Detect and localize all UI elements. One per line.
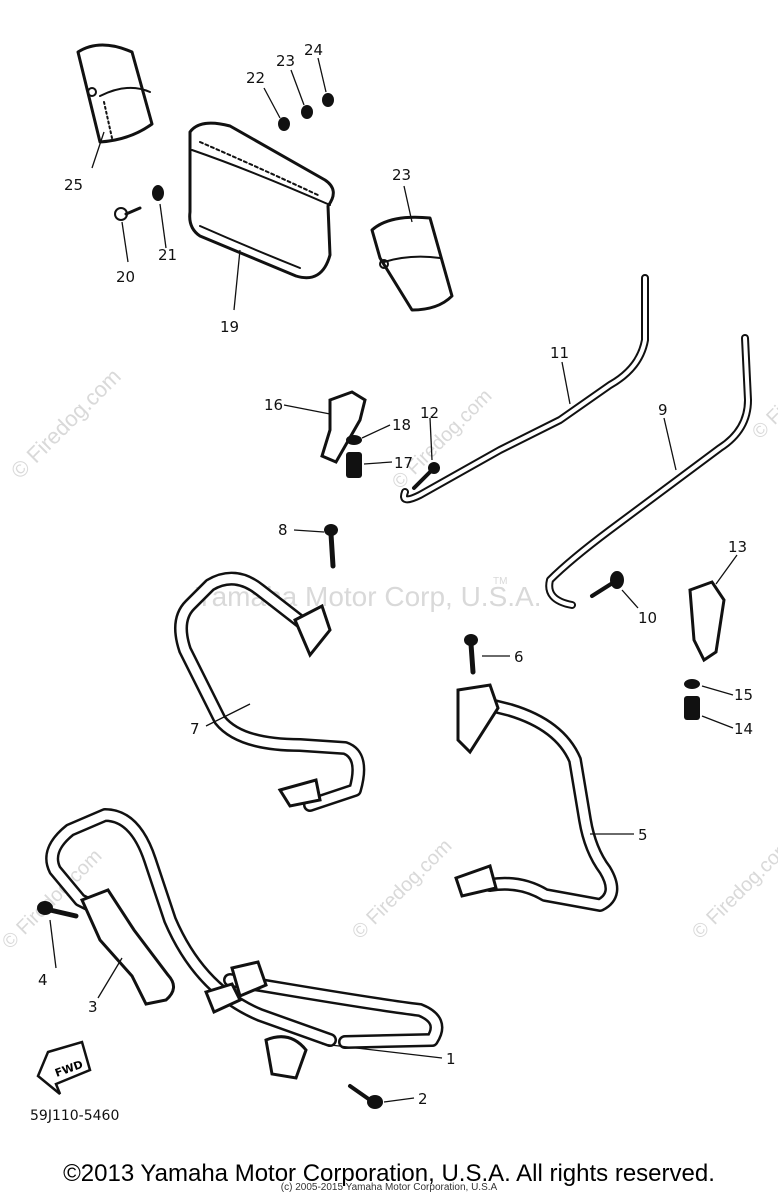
part-3-bracket	[79, 888, 175, 1006]
callout-23-top: 23	[276, 52, 295, 70]
leader-lines	[49, 57, 738, 1103]
part-18-washer	[346, 435, 362, 445]
part-24-nut	[322, 93, 334, 107]
part-20-bolt	[114, 206, 142, 221]
part-9-bar	[545, 334, 752, 609]
part-10-bolt	[590, 571, 624, 598]
part-15-washer	[684, 679, 700, 689]
fwd-arrow-icon: FWD	[36, 1040, 92, 1095]
callout-24: 24	[304, 41, 323, 59]
callout-7: 7	[190, 720, 200, 738]
callout-17: 17	[394, 454, 413, 472]
callout-labels: 1 2 3 4 5 6 7 8 9 10 11 12 13 14 15 16 1…	[38, 41, 753, 1108]
part-7-guard	[174, 571, 366, 812]
callout-20: 20	[116, 268, 135, 286]
callout-19: 19	[220, 318, 239, 336]
watermark-trademark: TM	[493, 576, 507, 587]
part-12-bolt	[412, 462, 440, 490]
callout-5: 5	[638, 826, 648, 844]
callout-10: 10	[638, 609, 657, 627]
callout-3: 3	[88, 998, 98, 1016]
callout-4: 4	[38, 971, 48, 989]
callout-13: 13	[728, 538, 747, 556]
part-6-bolt	[464, 634, 478, 675]
part-22-washer	[278, 117, 290, 131]
part-25-cover-left	[76, 43, 154, 144]
part-23-washer	[301, 105, 313, 119]
watermark-firedog-left: © Firedog.com	[6, 364, 126, 484]
copyright-notice: ©2013 Yamaha Motor Corporation, U.S.A. A…	[63, 1160, 715, 1187]
part-13-bracket	[688, 580, 726, 663]
callout-1: 1	[446, 1050, 456, 1068]
part-11-bar	[400, 274, 649, 504]
callout-18: 18	[392, 416, 411, 434]
watermark-firedog-right: © Firedog.com	[748, 335, 778, 444]
callout-21: 21	[158, 246, 177, 264]
callout-2: 2	[418, 1090, 428, 1108]
part-16-bracket	[320, 390, 367, 464]
callout-15: 15	[734, 686, 753, 704]
part-5-guard	[454, 683, 619, 912]
callout-23-right: 23	[392, 166, 411, 184]
callout-8: 8	[278, 521, 288, 539]
part-2-bolt	[348, 1084, 383, 1109]
watermark-firedog-bottom-right: © Firedog.com	[688, 835, 778, 944]
callout-16: 16	[264, 396, 283, 414]
part-21-grommet	[152, 185, 164, 201]
part-19-tool-box	[188, 121, 335, 280]
watermark-firedog-bottom-mid: © Firedog.com	[348, 835, 457, 944]
part-23-cover-right	[370, 215, 454, 312]
callout-14: 14	[734, 720, 753, 738]
part-4-bolt	[37, 901, 79, 919]
callout-12: 12	[420, 404, 439, 422]
part-14-nut	[684, 696, 700, 720]
part-1-guard	[45, 808, 444, 1080]
callout-6: 6	[514, 648, 524, 666]
part-8-bolt	[324, 524, 338, 569]
callout-11: 11	[550, 344, 569, 362]
drawing-code: 59J110-5460	[30, 1108, 120, 1124]
callout-9: 9	[658, 401, 668, 419]
callout-22: 22	[246, 69, 265, 87]
small-caption: (c) 2005-2015 Yamaha Motor Corporation, …	[280, 1182, 498, 1193]
watermark-firedog-top-right: © Firedog.com	[388, 385, 497, 494]
callout-25: 25	[64, 176, 83, 194]
part-17-nut	[346, 452, 362, 478]
